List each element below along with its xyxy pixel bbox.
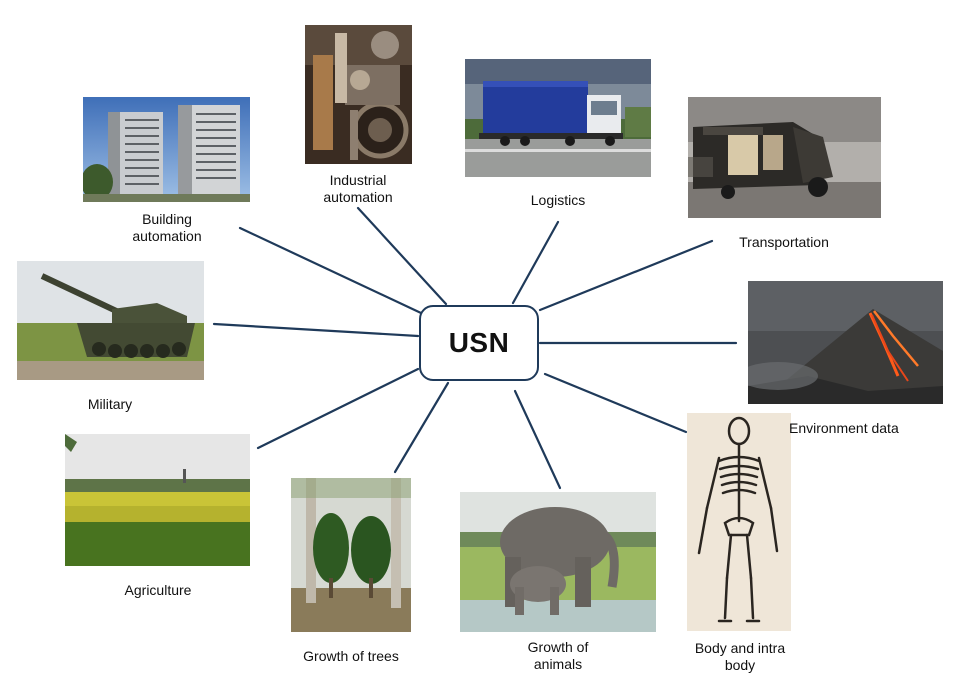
label-agriculture: Agriculture [124, 582, 192, 598]
spoke-logistics [511, 220, 560, 305]
spoke-building-automation [238, 226, 423, 315]
label-logistics: Logistics [530, 192, 586, 208]
growth-of-trees-image [291, 478, 411, 632]
military-image [17, 261, 204, 380]
industrial-automation-image [305, 25, 412, 164]
body-and-intra-body-image [687, 413, 791, 631]
spoke-body [543, 372, 688, 434]
growth-of-animals-image [460, 492, 656, 632]
spoke-trees [393, 381, 450, 474]
transportation-image [688, 97, 881, 218]
label-growth-of-trees: Growth of trees [303, 648, 399, 664]
spoke-agriculture [256, 367, 420, 450]
building-automation-image [83, 97, 250, 202]
spoke-animals [513, 389, 562, 490]
label-transportation: Transportation [739, 234, 829, 250]
label-building-automation: Building automation [132, 211, 202, 244]
label-growth-of-animals: Growth of animals [527, 639, 589, 672]
environment-data-image [748, 281, 943, 404]
label-body-and-intra-body: Body and intra body [694, 640, 786, 673]
agriculture-image [65, 434, 250, 566]
label-military: Military [87, 396, 133, 412]
hub-label: USN [448, 327, 510, 358]
usn-hub: USN [419, 305, 539, 381]
label-environment-data: Environment data [789, 420, 899, 436]
spoke-military [212, 322, 420, 338]
label-industrial-automation: Industrial automation [323, 172, 393, 205]
spoke-transportation [538, 239, 714, 312]
spoke-industrial-automation [356, 206, 448, 306]
logistics-image [465, 59, 651, 177]
